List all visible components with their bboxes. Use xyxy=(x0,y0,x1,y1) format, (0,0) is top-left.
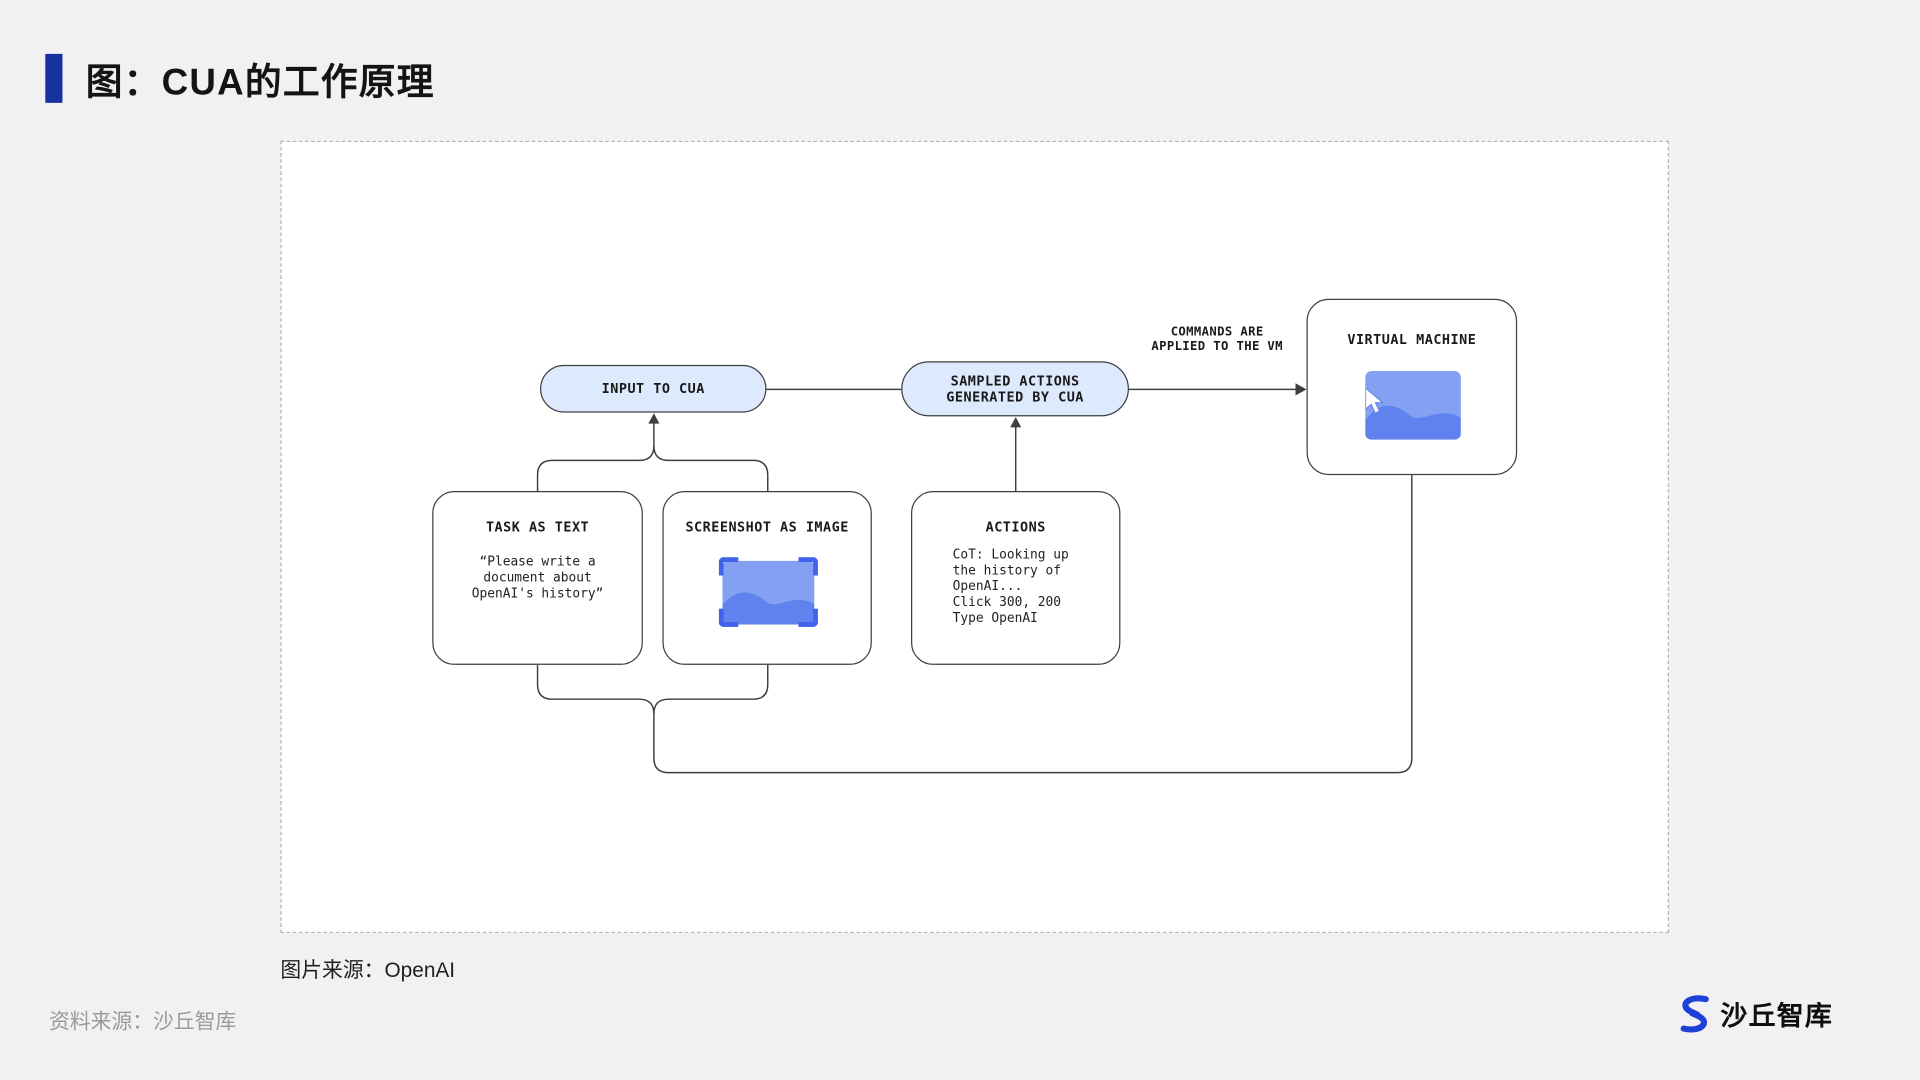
image-source-caption: 图片来源：OpenAI xyxy=(280,958,456,983)
actions-title: ACTIONS xyxy=(985,519,1046,536)
page-title: 图：CUA的工作原理 xyxy=(85,62,435,103)
mountain-icon xyxy=(722,592,815,625)
brace-screenshot-to-input xyxy=(653,445,769,492)
title-accent-bar xyxy=(45,53,63,103)
frame-corner-icon xyxy=(798,608,818,627)
feedback-loop-brace xyxy=(653,664,769,714)
node-task-as-text: TASK AS TEXT “Please write a document ab… xyxy=(432,491,643,665)
node-input-to-cua: INPUT TO CUA xyxy=(540,364,767,413)
frame-corner-icon xyxy=(718,557,739,576)
brand-logo: 沙丘智库 xyxy=(1678,994,1834,1033)
vm-title: VIRTUAL MACHINE xyxy=(1347,331,1477,348)
node-sampled-actions: SAMPLED ACTIONS GENERATED BY CUA xyxy=(901,361,1129,417)
node-actions: ACTIONS CoT: Looking up the history of O… xyxy=(911,491,1121,665)
cursor-icon xyxy=(1365,388,1384,414)
arrowhead-to-input xyxy=(648,413,660,424)
feedback-loop-line xyxy=(536,475,1413,774)
task-title: TASK AS TEXT xyxy=(485,519,590,536)
actions-body: CoT: Looking up the history of OpenAI...… xyxy=(952,547,1069,626)
diagram-canvas: INPUT TO CUA SAMPLED ACTIONS GENERATED B… xyxy=(280,140,1669,934)
arrowhead-to-vm xyxy=(1295,383,1307,396)
node-screenshot-as-image: SCREENSHOT AS IMAGE xyxy=(662,491,872,665)
logo-icon xyxy=(1680,995,1709,1033)
logo-text: 沙丘智库 xyxy=(1720,1000,1834,1032)
mountain-icon xyxy=(1365,405,1461,440)
label-commands-applied: COMMANDS ARE APPLIED TO THE VM xyxy=(1151,325,1283,354)
arrowhead-to-sampled xyxy=(1010,416,1022,428)
task-body: “Please write a document about OpenAI's … xyxy=(471,554,604,602)
node-virtual-machine: VIRTUAL MACHINE xyxy=(1306,298,1518,476)
diagram-connectors xyxy=(536,383,1413,774)
frame-corner-icon xyxy=(798,557,818,576)
data-source-note: 资料来源：沙丘智库 xyxy=(48,1010,237,1034)
brace-task-to-input xyxy=(536,422,655,492)
frame-corner-icon xyxy=(718,608,739,627)
vm-screenshot-thumbnail xyxy=(1365,371,1461,440)
slide-header: 图：CUA的工作原理 xyxy=(45,51,434,105)
screenshot-title: SCREENSHOT AS IMAGE xyxy=(685,519,849,536)
